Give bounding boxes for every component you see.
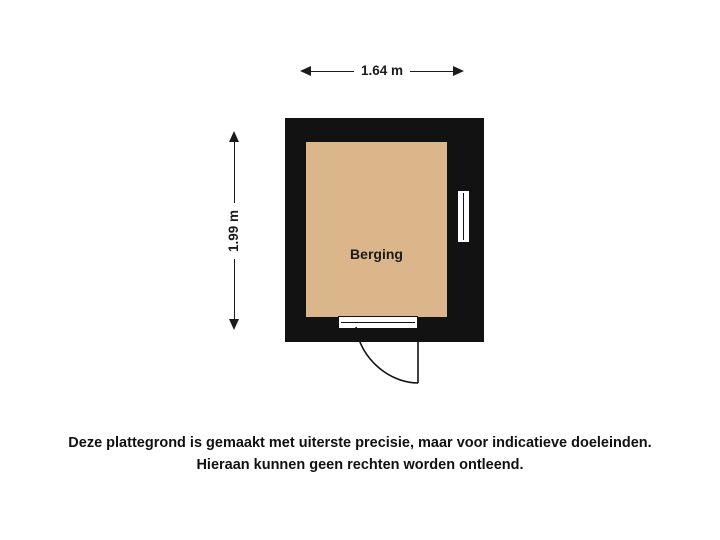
room-floor: Berging bbox=[306, 142, 447, 317]
door-mullion bbox=[341, 321, 415, 324]
window-icon bbox=[457, 190, 470, 243]
arrow-right-icon bbox=[453, 66, 464, 76]
door-swing-arc bbox=[330, 325, 426, 391]
arrow-up-icon bbox=[229, 131, 239, 142]
arrow-left-icon bbox=[300, 66, 311, 76]
disclaimer-line-2: Hieraan kunnen geen rechten worden ontle… bbox=[196, 457, 524, 473]
disclaimer-text: Deze plattegrond is gemaakt met uiterste… bbox=[0, 432, 720, 476]
room-walls: Berging bbox=[285, 118, 484, 342]
height-dimension-label: 1.99 m bbox=[221, 202, 247, 259]
disclaimer-line-1: Deze plattegrond is gemaakt met uiterste… bbox=[68, 435, 652, 451]
window-mullion bbox=[462, 193, 465, 240]
height-dimension: 1.99 m bbox=[221, 131, 247, 330]
width-dimension-label: 1.64 m bbox=[353, 58, 411, 84]
door-icon bbox=[338, 316, 418, 329]
room-label: Berging bbox=[350, 246, 403, 262]
width-dimension: 1.64 m bbox=[300, 58, 464, 84]
arrow-down-icon bbox=[229, 319, 239, 330]
